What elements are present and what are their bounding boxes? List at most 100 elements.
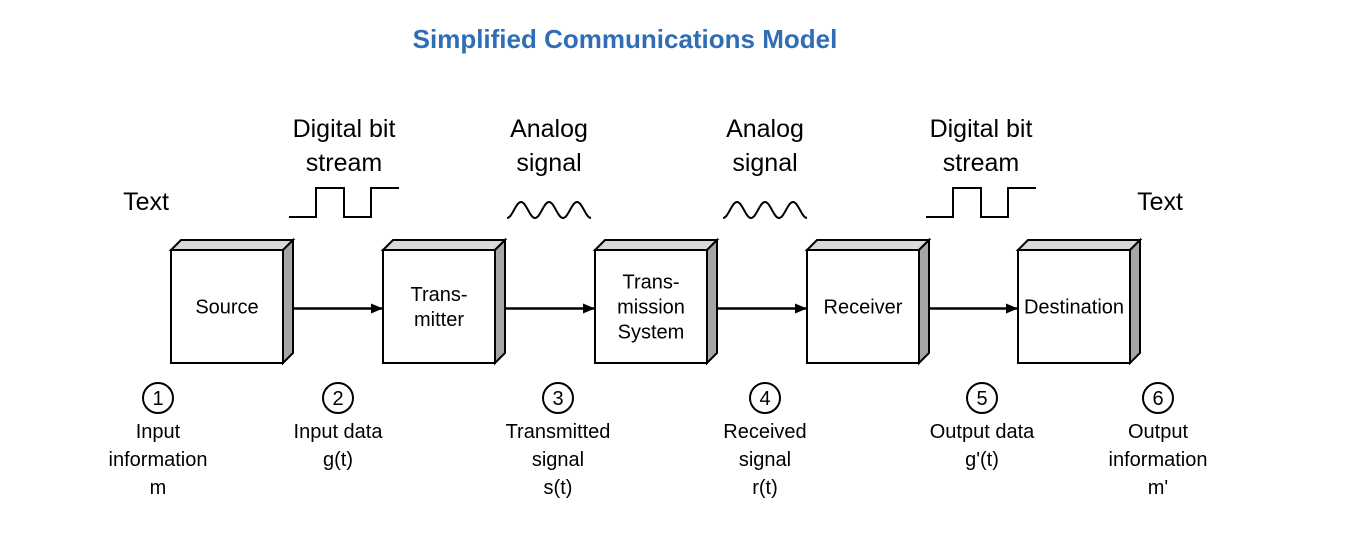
transmission-system-label-line: Trans-	[622, 272, 679, 294]
top-label-group: Digital bit stream	[926, 115, 1036, 218]
top-label-group: Analog signal	[506, 115, 592, 220]
stage-label-line: signal	[532, 449, 584, 471]
stage-number-circle	[1142, 382, 1174, 414]
source-box: Source	[168, 237, 296, 366]
box-top-face	[1015, 239, 1143, 251]
stage-label-line: m'	[1148, 477, 1168, 499]
stage-number: 5	[976, 388, 987, 410]
stage-label: Output information m'	[1109, 421, 1208, 499]
stage-label-line: Transmitted	[506, 421, 611, 443]
stage-label-line: information	[109, 449, 208, 471]
box-top-face	[804, 239, 932, 251]
top-label-line: Text	[123, 188, 169, 216]
top-label: Analog signal	[510, 115, 588, 177]
box-front-face	[1017, 249, 1131, 364]
box-front-face	[594, 249, 708, 364]
stage-number-circle	[966, 382, 998, 414]
top-label: Text	[1137, 188, 1183, 216]
stage-number: 6	[1152, 388, 1163, 410]
top-label: Digital bit stream	[293, 115, 396, 177]
top-label: Analog signal	[726, 115, 804, 177]
box-front-face	[806, 249, 920, 364]
stage-label-line: g'(t)	[965, 449, 999, 471]
top-label: Text	[123, 188, 169, 216]
stage-number-circle	[322, 382, 354, 414]
destination-label: Destination	[1024, 297, 1124, 319]
stage-label-line: Input data	[294, 421, 384, 443]
top-label-group: Digital bit stream	[289, 115, 399, 218]
stage-number: 2	[332, 388, 343, 410]
box-front-face	[170, 249, 284, 364]
stage-label-line: r(t)	[752, 477, 778, 499]
source-label-line: Source	[195, 297, 258, 319]
sine-wave-icon	[722, 200, 808, 220]
stage-number-circle	[749, 382, 781, 414]
stage-label-line: information	[1109, 449, 1208, 471]
destination-box: Destination	[1015, 237, 1143, 366]
stage-label: Input data g(t)	[294, 421, 384, 471]
transmitter-box: Trans-mitter	[380, 237, 508, 366]
stage-number: 3	[552, 388, 563, 410]
box-side-face	[706, 237, 718, 366]
top-label-line: Digital bit	[293, 115, 396, 143]
stage-label-line: Output data	[930, 421, 1035, 443]
top-label-group: Analog signal	[722, 115, 808, 220]
stage-label-line: g(t)	[323, 449, 353, 471]
stage-label-line: Output	[1128, 421, 1188, 443]
box-front-face	[382, 249, 496, 364]
stage-label-line: Received	[723, 421, 806, 443]
diagram-title: Simplified Communications Model	[412, 24, 838, 54]
transmitter-label: Trans-mitter	[410, 284, 467, 331]
receiver-label-line: Receiver	[824, 297, 903, 319]
top-label-line: signal	[732, 149, 797, 177]
stage-label: Output data g'(t)	[930, 421, 1035, 471]
box-top-face	[380, 239, 508, 251]
source-label: Source	[195, 297, 258, 319]
top-label: Digital bit stream	[930, 115, 1033, 177]
transmitter-label-line: Trans-	[410, 284, 467, 306]
receiver-box: Receiver	[804, 237, 932, 366]
top-label-line: Analog	[726, 115, 804, 143]
transmission-system-label-line: System	[618, 322, 685, 344]
sine-wave-icon	[506, 200, 592, 220]
top-label-line: stream	[306, 149, 382, 177]
stage-label-line: m	[150, 477, 167, 499]
transmission-system-label-line: mission	[617, 297, 685, 319]
square-wave-icon	[289, 187, 399, 218]
stage-number: 1	[152, 388, 163, 410]
box-top-face	[592, 239, 720, 251]
stage-label: Received signal r(t)	[723, 421, 806, 499]
box-top-face	[168, 239, 296, 251]
transmitter-label-line: mitter	[414, 309, 464, 331]
stage-number: 4	[759, 388, 770, 410]
destination-label-line: Destination	[1024, 297, 1124, 319]
top-label-group: Text	[123, 188, 169, 216]
stage-label-line: s(t)	[544, 477, 573, 499]
stage-label-line: Input	[136, 421, 181, 443]
box-side-face	[282, 237, 294, 366]
box-side-face	[494, 237, 506, 366]
top-label-line: Digital bit	[930, 115, 1033, 143]
stage-label: Transmitted signal s(t)	[506, 421, 611, 499]
box-side-face	[1129, 237, 1141, 366]
top-label-line: signal	[516, 149, 581, 177]
top-label-line: Analog	[510, 115, 588, 143]
top-label-line: Text	[1137, 188, 1183, 216]
top-label-group: Text	[1137, 188, 1183, 216]
top-label-line: stream	[943, 149, 1019, 177]
stage-number-circle	[142, 382, 174, 414]
stage-label: Input information m	[109, 421, 208, 499]
stage-label-line: signal	[739, 449, 791, 471]
square-wave-icon	[926, 187, 1036, 218]
stage-number-circle	[542, 382, 574, 414]
box-side-face	[918, 237, 930, 366]
